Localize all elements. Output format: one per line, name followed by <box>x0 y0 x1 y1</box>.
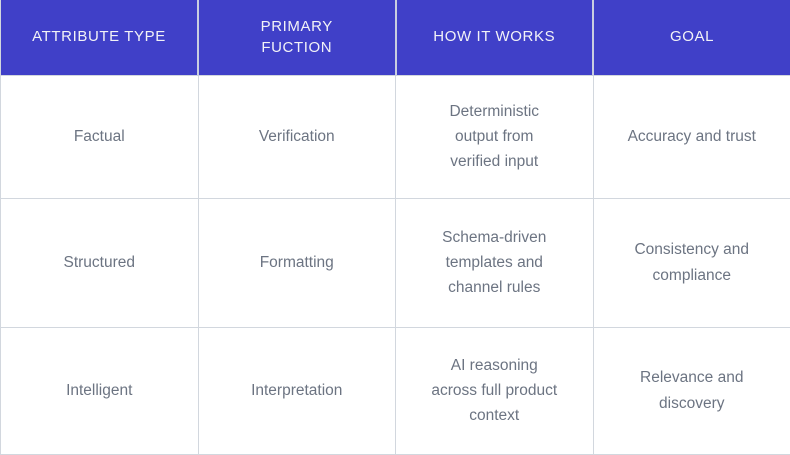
cell-attribute-type-text: Intelligent <box>17 378 182 403</box>
cell-attribute-type-text: Structured <box>17 250 182 275</box>
table-row: Factual Verification Deterministic outpu… <box>1 75 790 198</box>
column-header-goal-label: GOAL <box>604 26 780 48</box>
cell-attribute-type: Factual <box>1 75 199 198</box>
column-header-primary-function: PRIMARY FUCTION <box>198 0 396 75</box>
cell-primary-function: Verification <box>198 75 396 198</box>
cell-goal: Accuracy and trust <box>593 75 790 198</box>
cell-goal-text: Accuracy and trust <box>610 124 775 149</box>
column-header-attribute-type: ATTRIBUTE TYPE <box>1 0 199 75</box>
cell-goal: Relevance and discovery <box>593 327 790 454</box>
cell-attribute-type: Intelligent <box>1 327 199 454</box>
column-header-how-it-works-label: HOW IT WORKS <box>407 26 583 48</box>
table-row: Structured Formatting Schema-driven temp… <box>1 198 790 327</box>
table-header: ATTRIBUTE TYPE PRIMARY FUCTION HOW IT WO… <box>1 0 790 75</box>
table-body: Factual Verification Deterministic outpu… <box>1 75 790 454</box>
cell-goal-text: Relevance and discovery <box>610 365 775 415</box>
cell-how-it-works-text: AI reasoning across full product context <box>412 353 577 428</box>
cell-primary-function: Interpretation <box>198 327 396 454</box>
table-row: Intelligent Interpretation AI reasoning … <box>1 327 790 454</box>
column-header-attribute-type-label: ATTRIBUTE TYPE <box>11 26 187 48</box>
cell-how-it-works-text: Schema-driven templates and channel rule… <box>412 225 577 300</box>
cell-goal: Consistency and compliance <box>593 198 790 327</box>
cell-attribute-type-text: Factual <box>17 124 182 149</box>
column-header-primary-function-label: PRIMARY FUCTION <box>209 16 385 60</box>
cell-how-it-works-text: Deterministic output from verified input <box>412 99 577 174</box>
cell-goal-text: Consistency and compliance <box>610 237 775 287</box>
column-header-how-it-works: HOW IT WORKS <box>396 0 594 75</box>
cell-how-it-works: Schema-driven templates and channel rule… <box>396 198 594 327</box>
cell-primary-function-text: Verification <box>215 124 380 149</box>
cell-attribute-type: Structured <box>1 198 199 327</box>
cell-how-it-works: Deterministic output from verified input <box>396 75 594 198</box>
cell-primary-function: Formatting <box>198 198 396 327</box>
cell-primary-function-text: Interpretation <box>215 378 380 403</box>
table-header-row: ATTRIBUTE TYPE PRIMARY FUCTION HOW IT WO… <box>1 0 790 75</box>
column-header-goal: GOAL <box>593 0 790 75</box>
cell-how-it-works: AI reasoning across full product context <box>396 327 594 454</box>
cell-primary-function-text: Formatting <box>215 250 380 275</box>
